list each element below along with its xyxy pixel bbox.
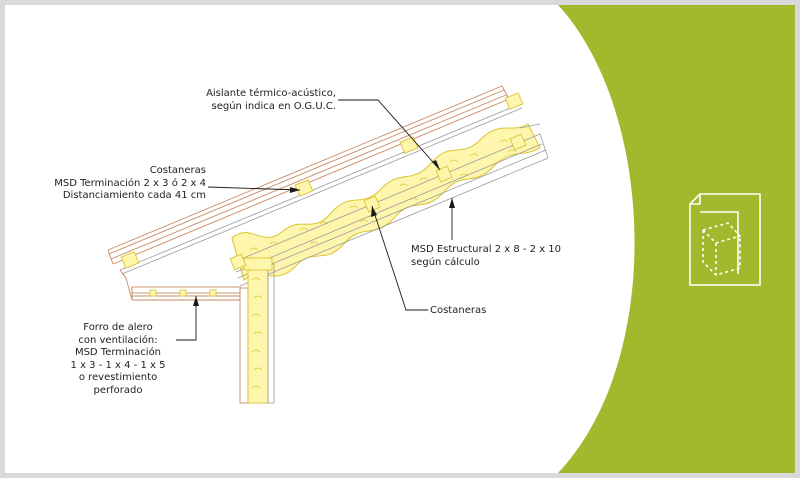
document-3d-cube-icon: [689, 193, 761, 286]
label-aislante-line-2: según indica en O.G.U.C.: [211, 100, 336, 112]
roof-cover-planks: [107, 85, 510, 265]
label-costaneras-top-line-1: Costaneras: [149, 165, 206, 176]
label-forro-line-1: Forro de alero: [83, 322, 153, 333]
label-msd-estructural-line-2: según cálculo: [411, 256, 480, 268]
label-forro-line-4: 1 x 3 - 1 x 4 - 1 x 5: [70, 359, 166, 371]
insulation-band: [231, 123, 541, 281]
label-msd-estructural-line-1: MSD Estructural 2 x 8 - 2 x 10: [411, 244, 562, 255]
green-side-panel: [558, 5, 795, 473]
lower-purlin-blocks: [229, 133, 527, 271]
leader-forro: [176, 296, 197, 341]
label-aislante-line-1: Aislante térmico-acústico,: [206, 88, 336, 99]
structural-rafter: [233, 123, 549, 287]
label-forro-line-6: perforado: [93, 384, 143, 396]
roof-construction-drawing: [107, 85, 549, 404]
label-aislante: Aislante térmico-acústico, según indica …: [196, 88, 336, 113]
label-costaneras-top-line-3: Distanciamiento cada 41 cm: [62, 190, 206, 201]
label-costaneras-top-line-2: MSD Terminación 2 x 3 ó 2 x 4: [54, 177, 206, 189]
soffit-nailers: [149, 289, 217, 297]
leader-costaneras-bottom: [371, 205, 428, 311]
leader-costaneras-top: [207, 186, 301, 191]
label-forro: Forro de alero con ventilación: MSD Term…: [60, 322, 176, 397]
wall-section: [239, 257, 275, 404]
label-forro-line-3: MSD Terminación: [74, 347, 162, 358]
purlin-top-line: [119, 103, 523, 275]
label-costaneras-top: Costaneras MSD Terminación 2 x 3 ó 2 x 4…: [30, 165, 206, 203]
label-msd-estructural: MSD Estructural 2 x 8 - 2 x 10 según cál…: [411, 244, 561, 269]
leader-lines: [176, 99, 455, 341]
label-costaneras-bottom: Costaneras: [430, 305, 486, 318]
label-forro-line-5: o revestimiento: [78, 372, 158, 383]
leader-aislante: [338, 99, 441, 171]
label-costaneras-bottom-line-1: Costaneras: [430, 305, 487, 316]
label-forro-line-2: con ventilación:: [78, 334, 158, 346]
